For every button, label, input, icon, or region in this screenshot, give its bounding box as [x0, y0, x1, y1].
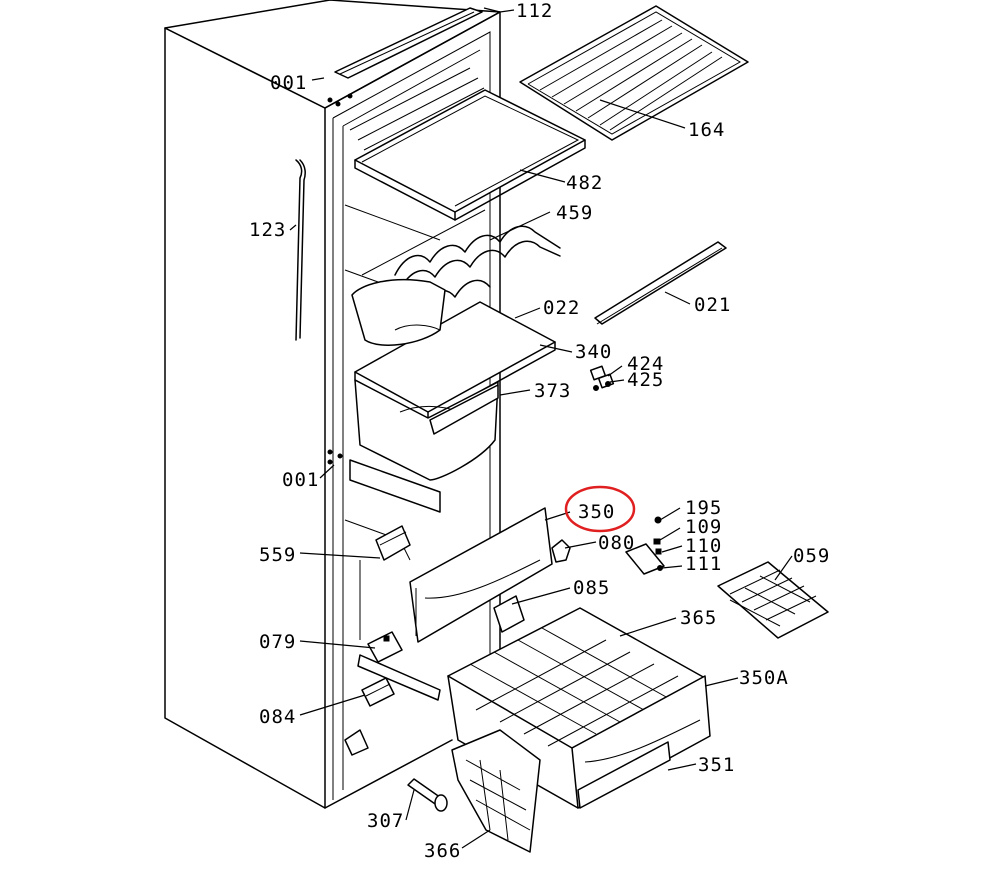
label-110: 110 [685, 535, 722, 557]
label-085: 085 [573, 577, 610, 599]
highlight-callout-ring [564, 485, 636, 533]
label-195: 195 [685, 497, 722, 519]
part-366-lower-basket [451, 729, 541, 853]
label-111: 111 [685, 553, 722, 575]
label-084: 084 [259, 706, 296, 728]
label-080: 080 [598, 532, 635, 554]
part-labels: 112 001 164 482 123 459 021 022 340 424 … [249, 0, 830, 862]
label-022: 022 [543, 297, 580, 319]
label-164: 164 [688, 119, 725, 141]
part-195-111-small-parts [625, 516, 665, 575]
part-164-wire-shelf [519, 5, 749, 141]
label-365: 365 [680, 607, 717, 629]
label-559: 559 [259, 544, 296, 566]
part-059-ice-tray [717, 561, 829, 639]
part-424-425-clips [589, 365, 615, 391]
leader-lines [289, 7, 793, 849]
label-366: 366 [424, 840, 461, 862]
label-307: 307 [367, 810, 404, 832]
part-021-front-strip [594, 241, 727, 325]
part-350-freezer-flap [409, 507, 553, 643]
label-340: 340 [575, 341, 612, 363]
part-085-hinge-bracket [493, 595, 525, 633]
part-559-bracket [375, 525, 411, 561]
label-424: 424 [627, 353, 664, 375]
label-425: 425 [627, 369, 664, 391]
label-482: 482 [566, 172, 603, 194]
label-123: 123 [249, 219, 286, 241]
label-059: 059 [793, 545, 830, 567]
label-373: 373 [534, 380, 571, 402]
part-351-drawer-bottom [577, 741, 671, 809]
label-001-top: 001 [270, 72, 307, 94]
label-109: 109 [685, 516, 722, 538]
label-459: 459 [556, 202, 593, 224]
label-350: 350 [578, 501, 615, 523]
label-350A: 350A [739, 667, 789, 689]
part-482-glass-shelf [354, 89, 586, 221]
label-021: 021 [694, 294, 731, 316]
label-001-lower: 001 [282, 469, 319, 491]
part-084-clip [361, 677, 395, 707]
part-079-latch [367, 631, 403, 663]
label-079: 079 [259, 631, 296, 653]
part-373-crisper-bin [354, 379, 499, 481]
label-351: 351 [698, 754, 735, 776]
part-080-hinge [551, 539, 571, 563]
label-112: 112 [516, 0, 553, 22]
part-307-shaft [407, 778, 448, 812]
part-upper-crisper-bin [351, 278, 446, 346]
